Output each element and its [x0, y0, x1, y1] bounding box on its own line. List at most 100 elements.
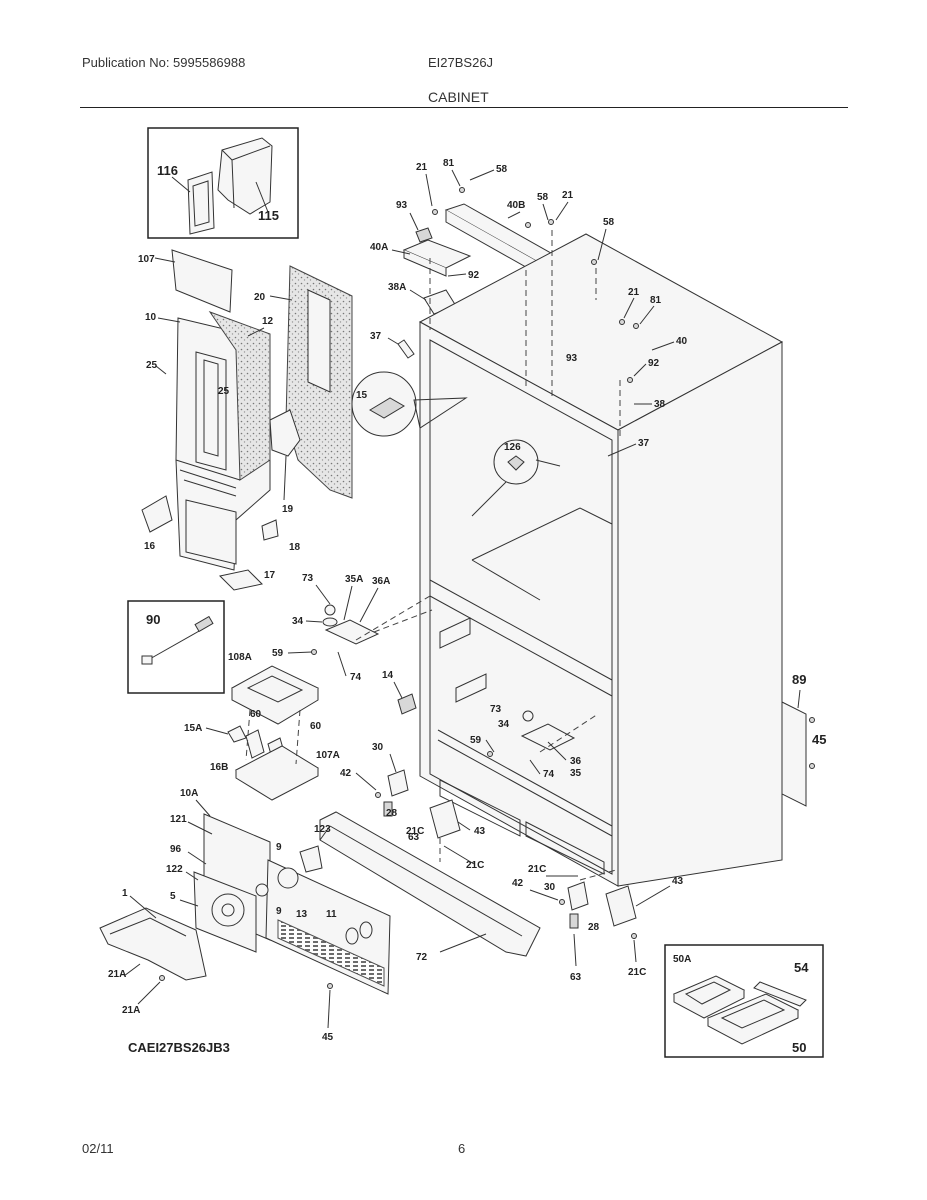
label-21-a: 21: [416, 162, 428, 173]
label-60-a: 60: [250, 709, 262, 720]
label-92-a: 92: [468, 270, 480, 281]
label-30-a: 30: [372, 742, 384, 753]
label-73-b: 73: [490, 704, 502, 715]
label-126: 126: [504, 442, 521, 453]
label-54: 54: [794, 960, 809, 975]
label-21a-2: 21A: [122, 1005, 140, 1016]
part-19-bracket: [269, 409, 301, 501]
part-5-fan-shroud: [193, 871, 257, 953]
part-9-fan-motor: [255, 845, 323, 897]
label-40: 40: [676, 336, 688, 347]
label-90: 90: [146, 612, 160, 627]
label-72: 72: [416, 952, 428, 963]
label-59-a: 59: [272, 648, 284, 659]
label-50a: 50A: [673, 954, 691, 965]
label-28-a: 28: [386, 808, 398, 819]
part-107-cover: [154, 249, 233, 313]
label-59-b: 59: [470, 735, 482, 746]
label-21c-4: 21C: [628, 967, 646, 978]
label-16: 16: [144, 541, 156, 552]
label-21a-1: 21A: [108, 969, 126, 980]
label-107a: 107A: [316, 750, 340, 761]
label-28-b: 28: [588, 922, 600, 933]
part-16-damper: [141, 495, 173, 533]
label-81-a: 81: [443, 158, 455, 169]
model-number: EI27BS26J: [428, 55, 494, 70]
label-42-a: 42: [340, 768, 352, 779]
label-11: 11: [326, 909, 337, 920]
label-81-b: 81: [650, 295, 662, 306]
label-15a: 15A: [184, 723, 202, 734]
screws: [159, 187, 815, 989]
label-34-b: 34: [498, 719, 510, 730]
part-labels: 116 115 107 20 10 12 25 25 19 16 18 17 2…: [108, 158, 826, 1055]
label-93-b: 93: [566, 353, 578, 364]
label-10: 10: [145, 312, 157, 323]
inset-50-54: [664, 944, 824, 1058]
label-35: 35: [570, 768, 582, 779]
page-number: 6: [458, 1141, 466, 1156]
label-74-b: 74: [543, 769, 555, 780]
label-10a: 10A: [180, 788, 198, 799]
label-21c-2: 21C: [466, 860, 484, 871]
leader-lines: [123, 169, 801, 1029]
label-123: 123: [314, 824, 331, 835]
label-107: 107: [138, 254, 155, 265]
label-122: 122: [166, 864, 183, 875]
label-34-a: 34: [292, 616, 304, 627]
label-1: 1: [122, 888, 128, 899]
label-60-b: 60: [310, 721, 322, 732]
label-25-a: 25: [146, 360, 158, 371]
part-1-drain-pan: [99, 907, 207, 981]
part-14-block: [397, 693, 417, 715]
label-35a: 35A: [345, 574, 363, 585]
label-21c-3: 21C: [528, 864, 546, 875]
publication-number: Publication No: 5995586988: [82, 55, 246, 70]
part-13-access-panel: [265, 859, 391, 995]
label-40a: 40A: [370, 242, 388, 253]
label-63-b: 63: [570, 972, 582, 983]
label-73-a: 73: [302, 573, 314, 584]
label-21-b: 21: [562, 190, 574, 201]
label-58-c: 58: [603, 217, 615, 228]
part-18-clip: [261, 519, 279, 541]
label-16b: 16B: [210, 762, 228, 773]
label-14: 14: [382, 670, 394, 681]
label-42-b: 42: [512, 878, 524, 889]
label-45-b: 45: [322, 1032, 334, 1043]
label-58-b: 58: [537, 192, 549, 203]
label-89: 89: [792, 672, 806, 687]
label-19: 19: [282, 504, 294, 515]
label-21c-1: 21C: [406, 826, 424, 837]
part-middle-hinge: [322, 595, 599, 753]
label-9-a: 9: [276, 842, 282, 853]
label-17: 17: [264, 570, 276, 581]
part-15-callout: [351, 371, 561, 517]
part-20-insulation: [269, 265, 353, 499]
label-18: 18: [289, 542, 301, 553]
label-36: 36: [570, 756, 582, 767]
part-lower-hinge-left: [383, 769, 461, 862]
part-40a-top-hinge-left: [402, 239, 472, 277]
label-15: 15: [356, 390, 368, 401]
label-5: 5: [170, 891, 176, 902]
label-30-b: 30: [544, 882, 556, 893]
label-43-a: 43: [474, 826, 486, 837]
label-36a: 36A: [372, 576, 390, 587]
part-108a-housing: [227, 665, 320, 801]
part-17-strip: [218, 569, 264, 591]
label-21-c: 21: [628, 287, 640, 298]
diagram-code: CAEI27BS26JB3: [128, 1040, 230, 1055]
label-58-a: 58: [496, 164, 508, 175]
inset-115-116: [147, 127, 299, 239]
label-37-a: 37: [370, 331, 382, 342]
part-72-toe-grille: [319, 811, 541, 957]
label-38a: 38A: [388, 282, 406, 293]
label-9-b: 9: [276, 906, 282, 917]
label-45-a: 45: [812, 732, 826, 747]
label-96: 96: [170, 844, 182, 855]
part-10-evaporator-cover: [155, 310, 271, 571]
label-25-b: 25: [218, 386, 230, 397]
label-74-a: 74: [350, 672, 362, 683]
part-lower-hinge-right: [567, 869, 637, 929]
